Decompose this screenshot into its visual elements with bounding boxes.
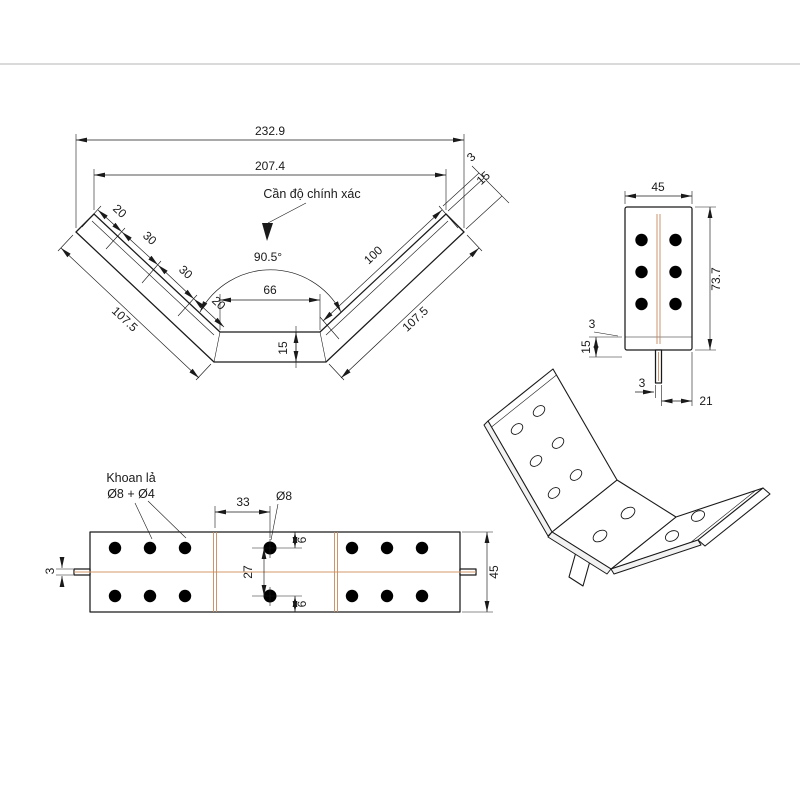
dim-right-span: 100 [361, 243, 385, 267]
iso-hole [592, 529, 608, 543]
iso-view [483, 368, 771, 587]
dim-seg-c: 30 [176, 262, 196, 282]
dim-seg-b: 30 [140, 228, 160, 248]
dim-flat-tab-thickness: 3 [43, 567, 57, 574]
dim-side-height: 73.7 [709, 267, 723, 291]
iso-far-leg-edge [610, 539, 702, 575]
dim-angle: 90.5° [254, 250, 282, 264]
iso-hole [532, 405, 546, 417]
dim-edge-top: 6 [295, 536, 309, 543]
iso-hole [547, 487, 561, 499]
part-left-bend-edge [213, 331, 221, 363]
dim-leg-right: 107.5 [400, 303, 432, 334]
dim-side-thickness: 3 [589, 317, 596, 331]
iso-hole [529, 455, 543, 467]
dim-leg-left: 107.5 [109, 304, 141, 335]
flat-view-dimensions: Khoan lả Ø8 + Ø4 33 Ø8 6 27 6 3 [43, 471, 501, 613]
flat-view-part [73, 531, 477, 613]
dim-hole-span: 207.4 [255, 159, 285, 173]
part-right-bend-edge [319, 331, 327, 363]
dim-side-hem: 15 [579, 340, 593, 354]
part-right-end-cap [445, 213, 465, 233]
front-view: 232.9 207.4 3 15 Cần độ chính xác 90.5° … [57, 124, 510, 381]
dim-side-width: 45 [651, 180, 665, 194]
dim-hole-gap: 27 [241, 565, 255, 579]
side-view: 45 73.7 3 15 3 21 [579, 180, 723, 408]
side-view-part [624, 206, 693, 384]
precision-arrow-icon [262, 223, 273, 241]
dim-overall: 232.9 [255, 124, 285, 138]
dim-tab-width: 3 [639, 376, 646, 390]
iso-hole [569, 469, 583, 481]
dim-end-thickness: 3 [464, 149, 479, 164]
dim-flat-width: 45 [487, 565, 501, 579]
iso-hole [551, 437, 565, 449]
dim-center-offset: 20 [209, 293, 229, 313]
iso-hole [664, 530, 680, 542]
label-hole-dia: Ø8 [276, 489, 292, 503]
iso-hole [620, 506, 636, 520]
iso-hole [510, 423, 524, 435]
dim-tab-offset: 21 [699, 394, 713, 408]
side-plate-outline [624, 206, 693, 351]
side-view-dimensions: 45 73.7 3 15 3 21 [579, 180, 723, 408]
dim-seg-a: 20 [110, 201, 130, 221]
flat-view: Khoan lả Ø8 + Ø4 33 Ø8 6 27 6 3 [43, 471, 501, 613]
dim-center-flat: 66 [263, 283, 277, 297]
dim-edge-bottom: 6 [295, 600, 309, 607]
note-precision: Cần độ chính xác [263, 187, 360, 201]
note-drill-line2: Ø8 + Ø4 [107, 487, 155, 501]
dim-hole-offset: 33 [236, 495, 250, 509]
iso-hem-lip [697, 487, 771, 547]
dim-profile-height: 15 [276, 341, 290, 355]
front-view-dimensions: 232.9 207.4 3 15 Cần độ chính xác 90.5° … [57, 124, 510, 381]
part-right-fold-line [325, 220, 449, 336]
note-drill-line1: Khoan lả [106, 471, 155, 485]
iso-near-leg-edge [483, 420, 553, 537]
iso-hole [690, 510, 706, 522]
